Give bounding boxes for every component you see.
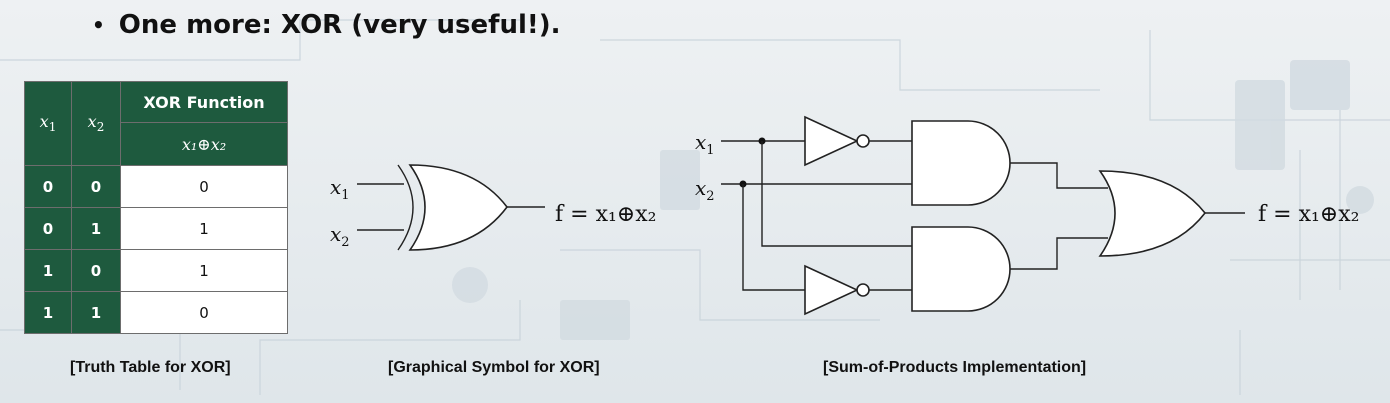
xor-input-x2-label: x2 xyxy=(330,222,350,250)
sop-caption: [Sum-of-Products Implementation] xyxy=(823,359,1087,376)
header-x2: x2 xyxy=(71,81,121,166)
truth-table: x1 x2 XOR Function x₁⊕x₂ 0 0 0 0 1 1 1 0… xyxy=(24,81,288,334)
and-top-output-wire xyxy=(1010,162,1108,189)
sop-output-expression: f = x₁⊕x₂ xyxy=(1258,202,1359,227)
not-bubble-top xyxy=(856,134,870,148)
cell-x2: 1 xyxy=(71,291,121,334)
x2-branch-wire xyxy=(742,184,805,291)
title-text: One more: XOR (very useful!). xyxy=(118,10,561,40)
xor-input-x1-label: x1 xyxy=(330,175,350,203)
and-gate-bottom xyxy=(911,226,1011,312)
table-row: 0 0 0 xyxy=(24,165,288,208)
header-x1: x1 xyxy=(24,81,72,166)
xor-output-expression: f = x₁⊕x₂ xyxy=(555,202,656,227)
cell-x2: 0 xyxy=(71,249,121,292)
xor-gate-body xyxy=(408,164,509,251)
truth-table-caption: [Truth Table for XOR] xyxy=(70,359,231,376)
cell-x1: 0 xyxy=(24,165,72,208)
x1-branch-wire xyxy=(761,141,912,247)
table-row: 1 1 0 xyxy=(24,291,288,334)
table-row: 0 1 1 xyxy=(24,207,288,250)
symbol-caption: [Graphical Symbol for XOR] xyxy=(388,359,600,376)
not-gate-top xyxy=(804,115,859,167)
and-gate-top xyxy=(911,120,1011,206)
page-title: • One more: XOR (very useful!). xyxy=(92,10,561,40)
cell-x1: 1 xyxy=(24,291,72,334)
xor-symbol: x1 x2 f = x₁⊕x₂ xyxy=(330,164,656,251)
cell-f: 1 xyxy=(120,207,288,250)
title-bullet: • xyxy=(92,13,105,37)
table-row: 1 0 1 xyxy=(24,249,288,292)
xor-extra-curve xyxy=(397,164,414,251)
sop-circuit: x1 x2 f = x₁⊕x₂ xyxy=(695,115,1359,316)
not-gate-bottom xyxy=(804,264,859,316)
cell-f: 1 xyxy=(120,249,288,292)
cell-x1: 0 xyxy=(24,207,72,250)
sop-input-x1-label: x1 xyxy=(695,130,715,158)
cell-f: 0 xyxy=(120,165,288,208)
or-gate xyxy=(1098,170,1207,257)
header-function-label: XOR Function xyxy=(120,81,288,123)
cell-x2: 1 xyxy=(71,207,121,250)
header-expression: x₁⊕x₂ xyxy=(120,122,288,166)
and-bottom-output-wire xyxy=(1010,237,1108,270)
not-bubble-bottom xyxy=(856,283,870,297)
sop-input-x2-label: x2 xyxy=(695,176,715,204)
cell-f: 0 xyxy=(120,291,288,334)
